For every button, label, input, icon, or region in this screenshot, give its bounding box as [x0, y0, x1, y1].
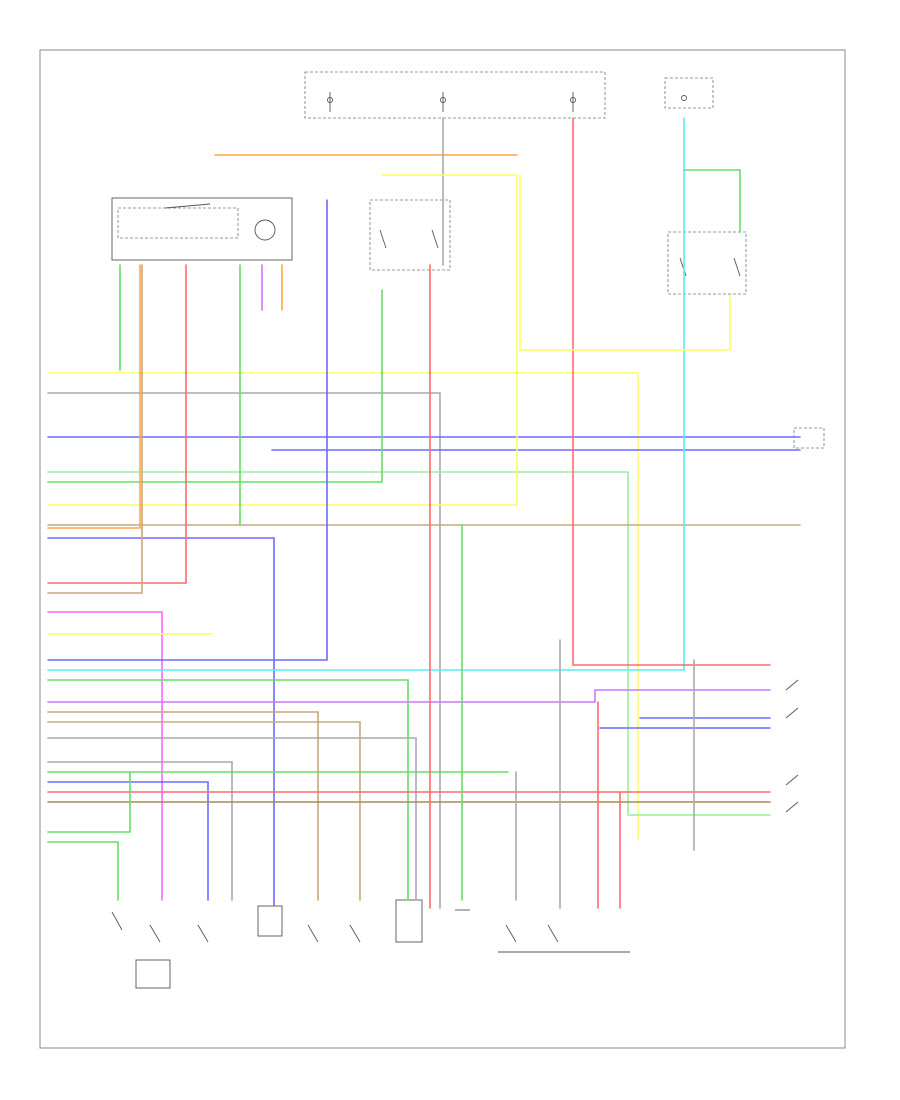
fuse-box: [304, 71, 606, 119]
wire-yellow: [47, 372, 639, 841]
bottom-components: [111, 899, 630, 989]
wire-red: [572, 117, 771, 666]
wire-yellow: [47, 174, 518, 506]
wire-orange: [47, 264, 141, 529]
wire-green: [47, 679, 409, 901]
wire-pink: [47, 611, 163, 901]
wire-blue: [47, 537, 275, 906]
wire-green: [47, 289, 383, 483]
fuse-icon: [570, 97, 576, 103]
transfer-relay-right: [667, 231, 747, 295]
wire-gray: [47, 761, 233, 901]
right-switches: [785, 427, 825, 813]
wire-red: [47, 264, 187, 584]
wire-tan: [47, 264, 143, 594]
bulb-icon: [254, 219, 276, 241]
wire-green: [47, 771, 131, 833]
wire-yellow: [519, 174, 731, 351]
switch-module: [111, 197, 293, 261]
wire-tan: [47, 721, 361, 901]
wire-light_green: [47, 471, 771, 816]
fuse-right: [664, 77, 714, 109]
wire-blue: [47, 781, 209, 901]
wire-violet: [47, 689, 771, 703]
wire-green: [47, 841, 119, 901]
wire-cyan: [47, 117, 685, 671]
wire-green: [683, 169, 741, 233]
transfer-relay-center: [369, 199, 451, 271]
fuse-icon: [440, 97, 446, 103]
fuse-icon: [681, 95, 687, 101]
wires: [47, 117, 801, 909]
fuse-icon: [327, 97, 333, 103]
wire-gray: [47, 737, 417, 901]
diagram-frame: [39, 49, 846, 1049]
wire-tan: [47, 711, 319, 901]
wire-gray: [47, 392, 441, 909]
wire-blue: [47, 199, 328, 661]
